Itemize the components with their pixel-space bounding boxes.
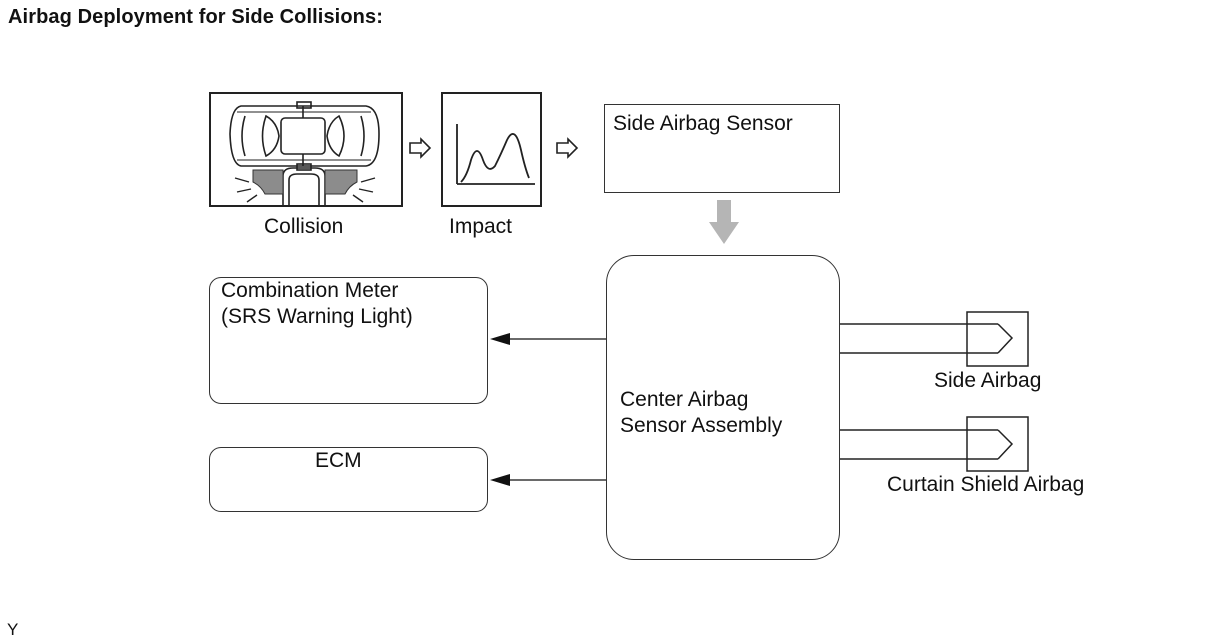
impact-image xyxy=(441,92,542,207)
collision-image xyxy=(209,92,403,207)
output-arrowheads xyxy=(490,333,510,486)
output-lines xyxy=(508,338,606,481)
srs-warning-light-label: (SRS Warning Light) xyxy=(221,305,413,328)
center-airbag-label: Center Airbag xyxy=(620,388,749,411)
hollow-right-arrow-icon xyxy=(409,137,579,159)
collision-label: Collision xyxy=(264,215,344,238)
impact-label: Impact xyxy=(449,215,513,238)
ecm-box: ECM xyxy=(209,447,488,512)
side-airbag-icon xyxy=(840,311,1029,367)
curtain-shield-airbag-icon xyxy=(840,416,1029,472)
side-airbag-label: Side Airbag xyxy=(934,369,1042,392)
car-collision-icon xyxy=(229,101,380,205)
figure-code: Y xyxy=(7,620,19,639)
page-title: Airbag Deployment for Side Collisions: xyxy=(8,6,383,28)
ecm-label: ECM xyxy=(315,449,362,472)
side-airbag-sensor-box: Side Airbag Sensor xyxy=(604,104,840,193)
curtain-shield-airbag-label: Curtain Shield Airbag xyxy=(887,473,1085,496)
center-airbag-sensor-assembly-box: Center Airbag Sensor Assembly xyxy=(606,255,840,560)
gray-down-arrow xyxy=(709,200,739,244)
impact-waveform-icon xyxy=(456,124,535,185)
side-airbag-sensor-label: Side Airbag Sensor xyxy=(613,112,793,135)
combination-meter-box: Combination Meter (SRS Warning Light) xyxy=(209,277,488,404)
sensor-assembly-label: Sensor Assembly xyxy=(620,414,783,437)
combination-meter-label: Combination Meter xyxy=(221,279,399,302)
